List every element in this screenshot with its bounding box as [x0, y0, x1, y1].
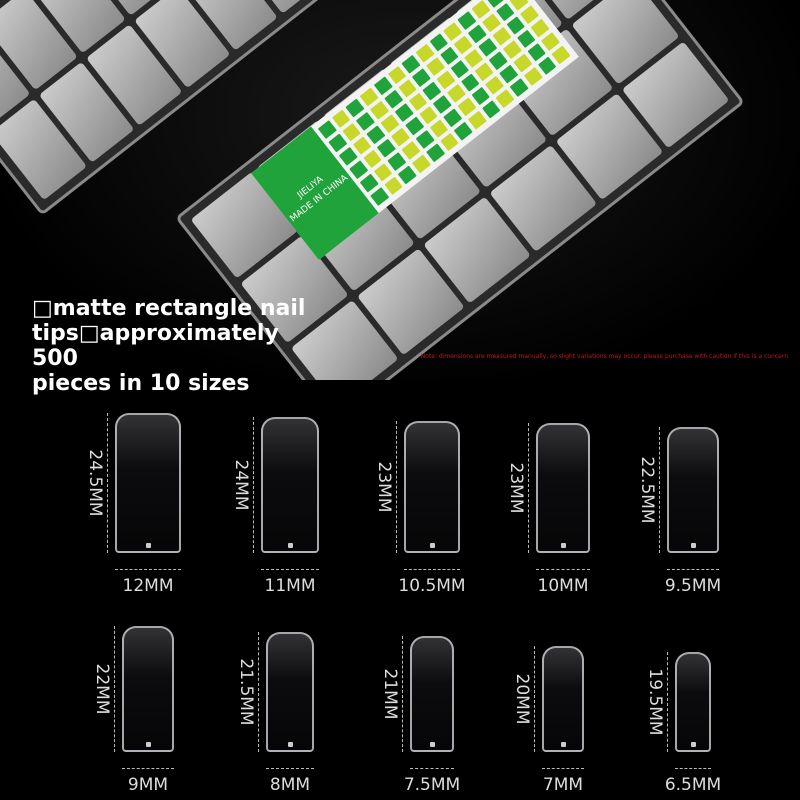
color-swatch: [453, 121, 473, 141]
color-swatch: [426, 143, 445, 163]
nail-tip: [122, 626, 174, 752]
disclaimer-note: Note: dimensions are measured manually, …: [420, 353, 788, 360]
width-label: 7.5MM: [403, 775, 461, 795]
nail-tip: [261, 417, 319, 553]
nail-tip: [115, 413, 181, 553]
length-label: 19.5MM: [645, 668, 665, 736]
length-label: 24MM: [231, 459, 251, 511]
length-guide: [402, 636, 403, 752]
nail-tip: [536, 423, 590, 553]
width-guide: [667, 569, 719, 570]
headline: □matte rectangle nail tips□approximately…: [32, 296, 332, 396]
length-label: 22MM: [92, 663, 112, 715]
color-swatch: [370, 187, 389, 206]
length-guide: [114, 626, 115, 752]
width-guide: [122, 768, 174, 769]
color-swatch: [495, 89, 515, 108]
width-label: 6.5MM: [664, 775, 722, 795]
headline-line: □matte rectangle nail: [32, 296, 306, 321]
width-guide: [536, 569, 590, 570]
headline-line: tips□approximately 500: [32, 321, 279, 371]
color-swatch: [384, 176, 403, 196]
color-swatch: [523, 67, 543, 86]
length-guide: [258, 632, 259, 752]
width-label: 9.5MM: [664, 576, 722, 596]
width-label: 12MM: [122, 576, 174, 596]
nail-tip: [266, 632, 314, 752]
length-label: 20MM: [512, 673, 532, 725]
length-guide: [534, 646, 535, 752]
width-guide: [404, 569, 460, 570]
length-guide: [396, 421, 397, 553]
length-label: 23MM: [506, 462, 526, 514]
width-label: 10MM: [537, 576, 589, 596]
nail-tip: [667, 427, 719, 553]
width-label: 9MM: [127, 775, 169, 795]
length-label: 21.5MM: [236, 658, 256, 726]
length-label: 23MM: [374, 461, 394, 513]
color-swatch: [439, 132, 459, 152]
length-label: 22.5MM: [637, 456, 657, 524]
length-guide: [253, 417, 254, 553]
color-swatch: [481, 100, 501, 119]
width-guide: [542, 768, 584, 769]
length-label: 21MM: [380, 668, 400, 720]
color-swatch: [537, 56, 557, 76]
nail-tip: [404, 421, 460, 553]
width-label: 11MM: [264, 576, 316, 596]
width-label: 10.5MM: [398, 576, 466, 596]
color-swatch: [412, 154, 431, 174]
nail-tip: [675, 652, 711, 752]
length-guide: [107, 413, 108, 553]
width-guide: [115, 569, 181, 570]
color-swatch: [551, 45, 571, 65]
length-guide: [528, 423, 529, 553]
width-label: 8MM: [269, 775, 311, 795]
nail-tip: [410, 636, 454, 752]
width-label: 7MM: [542, 775, 584, 795]
width-guide: [675, 768, 711, 769]
width-guide: [266, 768, 314, 769]
length-label: 24.5MM: [85, 449, 105, 517]
color-swatch: [509, 78, 529, 97]
color-swatch: [467, 110, 487, 130]
color-swatch: [398, 165, 417, 185]
length-guide: [667, 652, 668, 752]
headline-line: pieces in 10 sizes: [32, 371, 250, 396]
width-guide: [410, 768, 454, 769]
nail-tip: [542, 646, 584, 752]
length-guide: [659, 427, 660, 553]
width-guide: [261, 569, 319, 570]
